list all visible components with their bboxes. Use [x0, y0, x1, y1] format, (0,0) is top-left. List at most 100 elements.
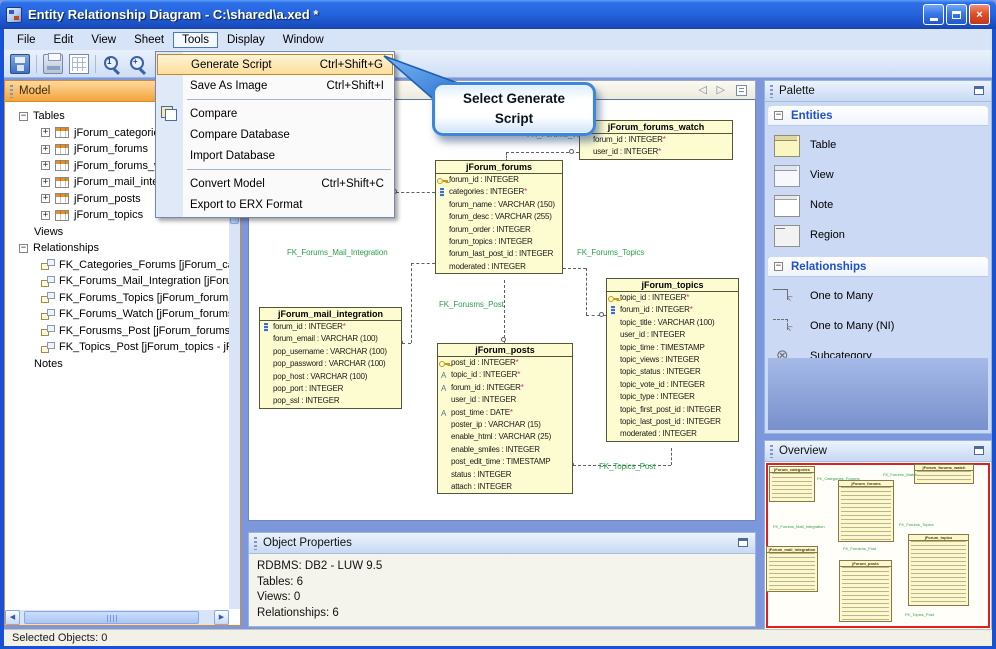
entity-column[interactable]: forum_id : INTEGER* — [436, 174, 562, 186]
tree-relationship-item[interactable]: FK_Forums_Topics [jForum_forums — [5, 290, 229, 307]
expand-icon[interactable]: + — [41, 176, 50, 187]
palette-section-header[interactable]: − Relationships — [768, 257, 988, 277]
entity-column[interactable]: pop_password : VARCHAR (100)* — [260, 358, 401, 370]
overview-viewport[interactable] — [766, 463, 990, 628]
entity-column[interactable]: pop_host : VARCHAR (100)* — [260, 371, 401, 383]
entity-title[interactable]: jForum_mail_integration — [260, 308, 401, 321]
tree-relationship-item[interactable]: FK_Forums_Watch [jForum_forums — [5, 306, 229, 323]
maximize-button[interactable] — [946, 4, 967, 25]
zoom-actual-icon[interactable]: 1 — [102, 54, 122, 74]
save-icon[interactable] — [10, 53, 30, 74]
entity-column[interactable]: topic_last_post_id : INTEGER* — [607, 416, 738, 428]
scrollbar-thumb[interactable] — [24, 611, 199, 624]
menu-item[interactable]: File — [17, 33, 36, 46]
entity-column[interactable]: moderated : INTEGER* — [607, 428, 738, 440]
relationship-label[interactable]: FK_Forums_Mail_Integration — [287, 248, 388, 257]
palette-item[interactable]: Region — [772, 220, 988, 250]
collapse-icon[interactable]: − — [774, 110, 783, 120]
entity-column[interactable]: topic_status : INTEGER* — [607, 366, 738, 378]
collapse-icon[interactable]: − — [19, 242, 28, 253]
restore-panel-icon[interactable] — [738, 538, 748, 547]
entity-column[interactable]: attach : INTEGER* — [438, 481, 572, 493]
menu-item[interactable]: Window — [282, 33, 324, 46]
entity-column[interactable]: forum_email : VARCHAR (100)* — [260, 333, 401, 345]
entity-column[interactable]: forum_id : INTEGER* — [607, 304, 738, 316]
entity-column[interactable]: topic_title : VARCHAR (100)* — [607, 317, 738, 329]
menu-option[interactable]: Import Database — [156, 145, 394, 166]
menu-item[interactable]: Tools — [173, 31, 218, 48]
entity-table[interactable]: jForum_forums_watch forum_id : INTEGER* … — [579, 120, 733, 160]
entity-column[interactable]: topic_views : INTEGER* — [607, 354, 738, 366]
tree-node-tables[interactable]: −Tables — [19, 110, 65, 122]
tree-table-item[interactable]: +jForum_posts — [41, 192, 141, 205]
entity-title[interactable]: jForum_topics — [607, 279, 738, 292]
entity-column[interactable]: forum_last_post_id : INTEGER* — [436, 248, 562, 260]
palette-item[interactable]: Note — [772, 190, 988, 220]
entity-column[interactable]: forum_id : INTEGER* — [438, 382, 572, 395]
expand-icon[interactable]: + — [41, 143, 50, 154]
print-icon[interactable] — [43, 52, 63, 74]
tree-node-views[interactable]: Views — [34, 225, 64, 238]
tree-relationship-item[interactable]: FK_Forums_Mail_Integration [jForu — [5, 273, 229, 290]
entity-column[interactable]: status : INTEGER* — [438, 469, 572, 481]
entity-title[interactable]: jForum_forums — [436, 161, 562, 174]
entity-column[interactable]: topic_first_post_id : INTEGER* — [607, 404, 738, 416]
relationship-label[interactable]: FK_Forums_Topics — [577, 248, 645, 257]
entity-table[interactable]: jForum_forums forum_id : INTEGER* catego… — [435, 160, 563, 275]
entity-column[interactable]: topic_id : INTEGER* — [607, 292, 738, 304]
tree-table-item[interactable]: +jForum_topics — [41, 209, 144, 221]
entity-column[interactable]: topic_type : INTEGER* — [607, 391, 738, 403]
entity-column[interactable]: post_time : DATE* — [438, 407, 572, 420]
object-properties-header[interactable]: Object Properties — [249, 533, 755, 554]
entity-column[interactable]: pop_username : VARCHAR (100)* — [260, 346, 401, 358]
menu-option[interactable]: Compare Database — [156, 124, 394, 145]
entity-column[interactable]: categories : INTEGER* — [436, 186, 562, 198]
entity-column[interactable]: forum_topics : INTEGER* — [436, 236, 562, 248]
palette-header[interactable]: Palette — [765, 81, 991, 102]
expand-icon[interactable]: + — [41, 160, 50, 171]
entity-title[interactable]: jForum_posts — [438, 344, 572, 357]
tree-relationship-item[interactable]: FK_Topics_Post [jForum_topics - jF — [5, 339, 229, 356]
entity-column[interactable]: pop_port : INTEGER* — [260, 383, 401, 395]
entity-column[interactable]: post_id : INTEGER* — [438, 357, 572, 369]
entity-column[interactable]: forum_id : INTEGER* — [580, 134, 732, 146]
menu-item[interactable]: Display — [227, 33, 265, 46]
palette-item[interactable]: One to Many — [772, 281, 988, 311]
entity-column[interactable]: enable_smiles : INTEGER* — [438, 444, 572, 456]
palette-item[interactable]: Table — [772, 130, 988, 160]
restore-panel-icon[interactable] — [974, 446, 984, 455]
relationship-label[interactable]: FK_Forusms_Post — [439, 300, 504, 309]
scroll-right-icon[interactable]: ▶ — [214, 610, 229, 625]
expand-icon[interactable]: + — [41, 193, 50, 204]
tree-table-item[interactable]: +jForum_forums — [41, 143, 148, 155]
palette-section-header[interactable]: − Entities — [768, 106, 988, 126]
menu-option[interactable]: Generate Script Ctrl+Shift+G — [157, 54, 393, 75]
entity-table[interactable]: jForum_mail_integration forum_id : INTEG… — [259, 307, 402, 409]
title-bar[interactable]: Entity Relationship Diagram - C:\shared\… — [0, 0, 996, 29]
entity-column[interactable]: user_id : INTEGER* — [438, 394, 572, 406]
menu-item[interactable]: View — [91, 33, 117, 46]
palette-item[interactable]: View — [772, 160, 988, 190]
entity-column[interactable]: topic_id : INTEGER* — [438, 369, 572, 382]
horizontal-scrollbar[interactable]: ◀ ▶ — [5, 610, 229, 625]
tree-relationship-item[interactable]: FK_Forusms_Post [jForum_forums — [5, 323, 229, 340]
entity-column[interactable]: user_id : INTEGER* — [580, 146, 732, 158]
entity-column[interactable]: topic_time : TIMESTAMP* — [607, 342, 738, 354]
zoom-in-icon[interactable]: + — [128, 54, 148, 74]
entity-column[interactable]: poster_ip : VARCHAR (15)* — [438, 419, 572, 431]
diagram-canvas[interactable]: FK_Categories_ForumsFK_Forums_WatchFK_Fo… — [248, 100, 756, 521]
entity-column[interactable]: forum_id : INTEGER* — [260, 321, 401, 333]
menu-option[interactable]: Export to ERX Format — [156, 194, 394, 215]
overview-header[interactable]: Overview — [765, 441, 991, 462]
grid-icon[interactable] — [69, 53, 89, 74]
palette-item[interactable]: One to Many (NI) — [772, 311, 988, 341]
menu-item[interactable]: Sheet — [134, 33, 165, 46]
tree-node-notes[interactable]: Notes — [34, 357, 63, 370]
entity-column[interactable]: user_id : INTEGER* — [607, 329, 738, 341]
tree-table-item[interactable]: +jForum_categories — [41, 126, 166, 139]
close-button[interactable]: × — [969, 4, 990, 25]
entity-table[interactable]: jForum_posts post_id : INTEGER* topic_id… — [437, 343, 573, 495]
relationship-label[interactable]: FK_Topics_Post — [599, 462, 656, 471]
entity-table[interactable]: jForum_topics topic_id : INTEGER* forum_… — [606, 278, 739, 442]
tree-node-relationships[interactable]: −Relationships — [19, 242, 100, 254]
